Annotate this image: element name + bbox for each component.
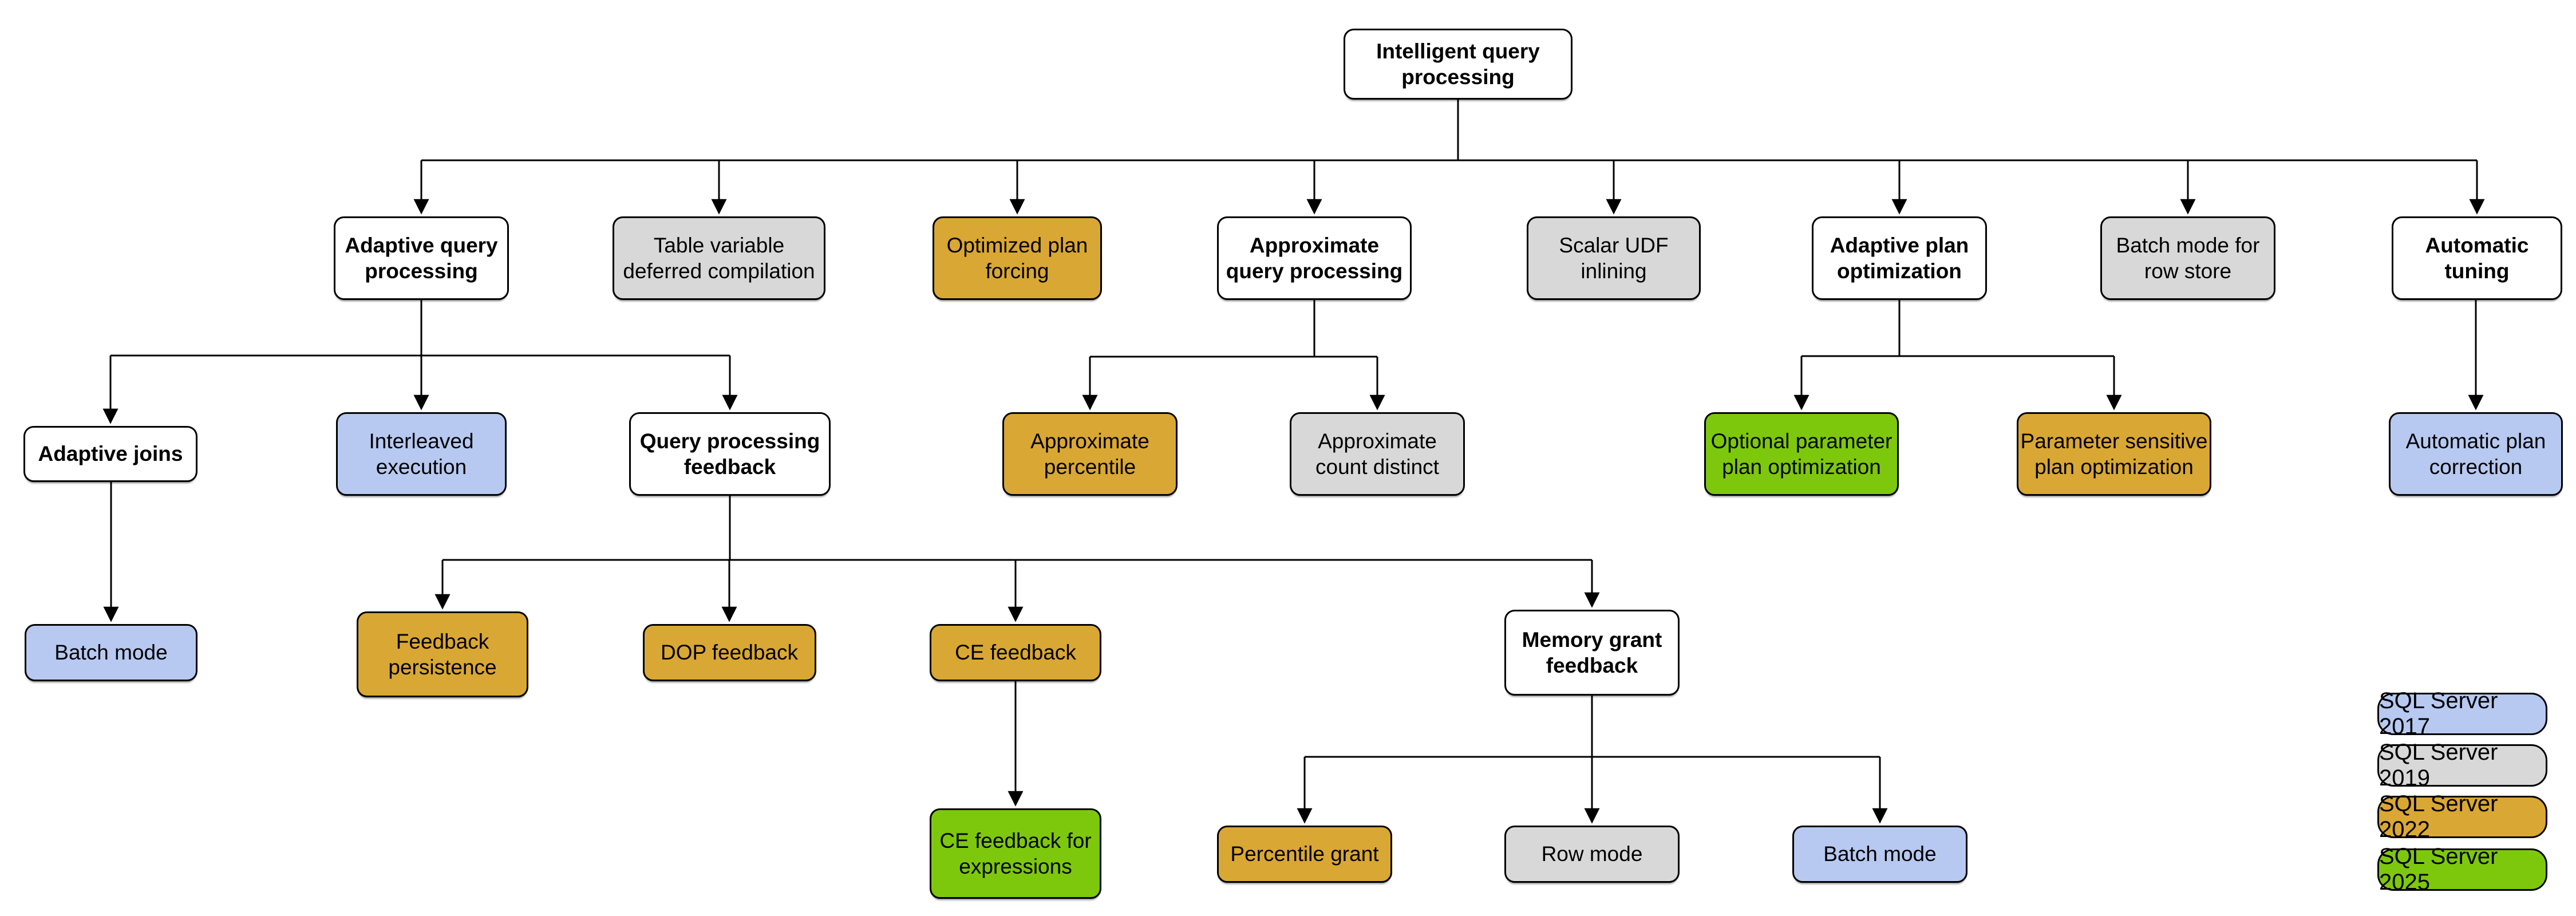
- node-percentile-grant: Percentile grant: [1217, 826, 1392, 883]
- node-parameter-sensitive-plan-optimization: Parameter sensitive plan optimization: [2017, 412, 2211, 496]
- node-optimized-plan-forcing: Optimized plan forcing: [933, 216, 1102, 300]
- legend-sql-server-2019: SQL Server 2019: [2377, 740, 2547, 791]
- node-optional-parameter-plan-optimization: Optional parameter plan optimization: [1704, 412, 1899, 496]
- node-automatic-tuning: Automatic tuning: [2392, 216, 2562, 300]
- node-table-variable-deferred-compilation: Table variable deferred compilation: [613, 216, 825, 300]
- node-ce-feedback-for-expressions: CE feedback for expressions: [930, 808, 1101, 899]
- node-batch-mode-for-row-store: Batch mode for row store: [2100, 216, 2275, 300]
- branch-lines: [110, 98, 2477, 758]
- legend-sql-server-2017: SQL Server 2017: [2377, 688, 2547, 739]
- node-automatic-plan-correction: Automatic plan correction: [2389, 412, 2563, 496]
- node-feedback-persistence: Feedback persistence: [357, 611, 528, 697]
- node-dop-feedback: DOP feedback: [642, 624, 816, 681]
- node-adaptive-joins: Adaptive joins: [23, 426, 197, 482]
- node-adaptive-query-processing: Adaptive query processing: [334, 216, 509, 300]
- legend-sql-server-2022: SQL Server 2022: [2377, 791, 2547, 842]
- node-interleaved-execution: Interleaved execution: [336, 412, 507, 496]
- node-approximate-query-processing: Approximate query processing: [1217, 216, 1412, 300]
- node-scalar-udf-inlining: Scalar UDF inlining: [1527, 216, 1701, 300]
- node-adaptive-plan-optimization: Adaptive plan optimization: [1812, 216, 1987, 300]
- node-intelligent-query-processing: Intelligent query processing: [1344, 29, 1573, 100]
- node-approximate-count-distinct: Approximate count distinct: [1290, 412, 1465, 496]
- node-batch-mode-memory-grant: Batch mode: [1792, 826, 1967, 883]
- node-approximate-percentile: Approximate percentile: [1002, 412, 1178, 496]
- node-batch-mode-adaptive-joins: Batch mode: [25, 624, 197, 681]
- node-row-mode: Row mode: [1504, 826, 1680, 883]
- node-ce-feedback: CE feedback: [930, 624, 1101, 681]
- arrow-connectors: [102, 160, 2485, 824]
- node-query-processing-feedback: Query processing feedback: [629, 412, 831, 496]
- legend-sql-server-2025: SQL Server 2025: [2377, 844, 2547, 895]
- node-memory-grant-feedback: Memory grant feedback: [1504, 610, 1680, 696]
